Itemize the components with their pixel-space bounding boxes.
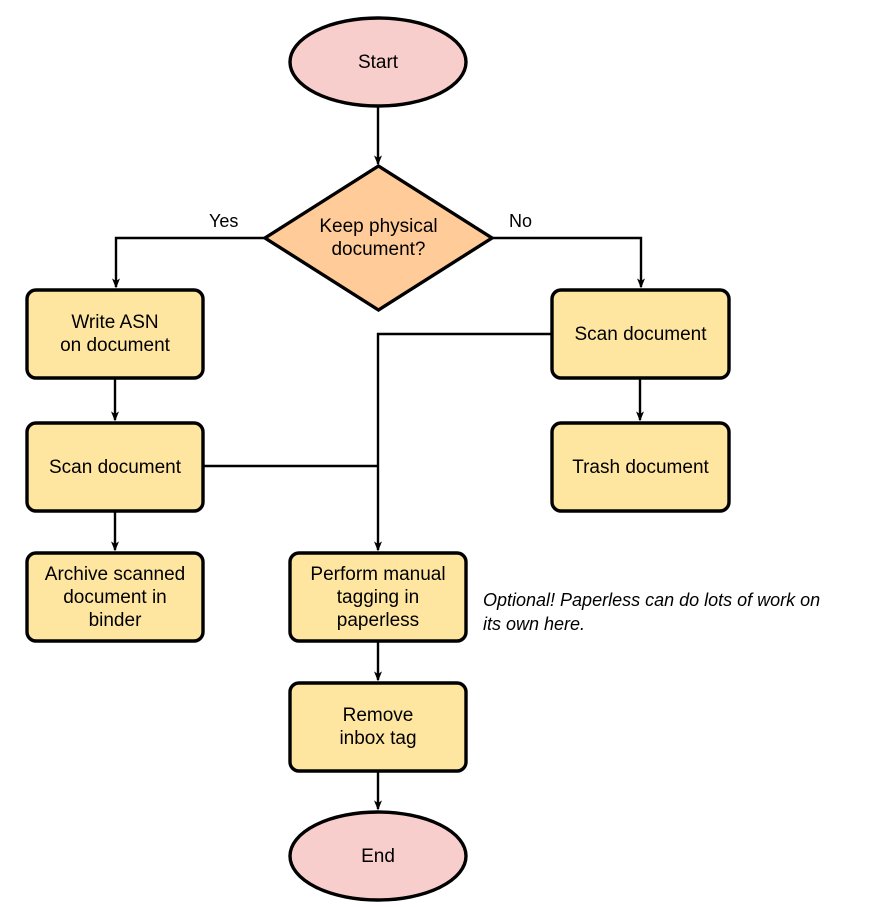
node-scan-document-left[interactable] (25, 421, 205, 513)
node-remove-inbox-tag[interactable] (288, 681, 468, 773)
edge-decision-yes-write-asn (112, 236, 264, 289)
optional-note: Optional! Paperless can do lots of work … (483, 590, 821, 634)
node-perform-manual-tagging[interactable] (288, 551, 468, 643)
edge-layer (111, 106, 645, 811)
edge-scan-right-to-tagging (374, 332, 552, 552)
edge-label-no: No (509, 211, 533, 231)
edge-label-yes: Yes (209, 211, 239, 231)
node-write-asn[interactable] (25, 288, 205, 380)
node-start[interactable] (288, 16, 468, 108)
edge-decision-no-scan-right (493, 236, 645, 289)
node-decision-keep-physical-document[interactable] (261, 163, 496, 313)
node-archive-scanned-document[interactable] (25, 551, 205, 643)
node-layer (25, 16, 731, 902)
node-scan-document-right[interactable] (550, 288, 731, 380)
node-trash-document[interactable] (550, 421, 731, 513)
node-end[interactable] (288, 810, 468, 902)
